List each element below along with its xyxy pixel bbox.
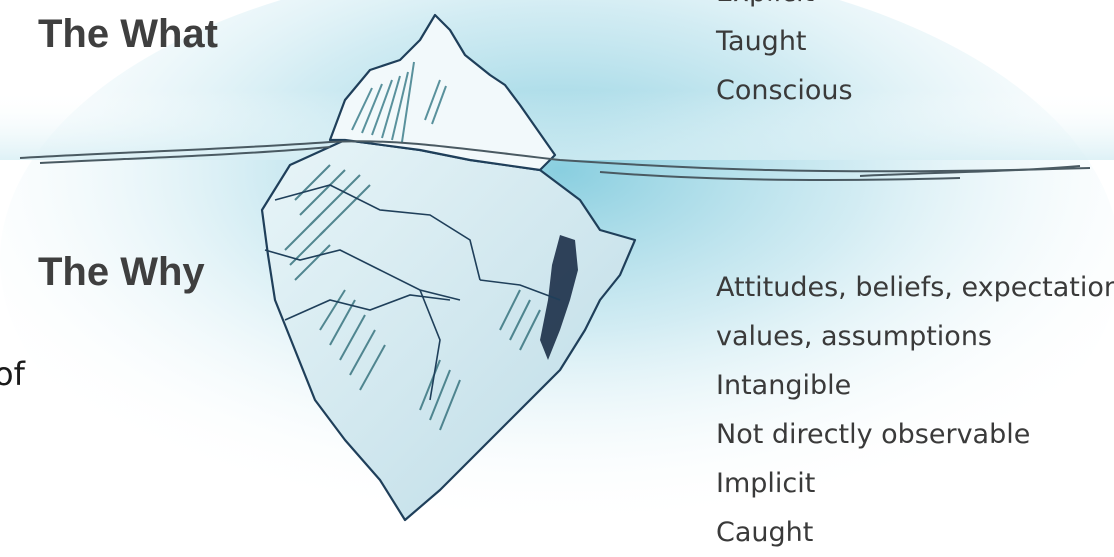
heading-below-water: The Why	[38, 250, 205, 295]
trait-item: Caught	[716, 508, 1114, 557]
trait-item: Conscious	[716, 66, 853, 115]
visible-traits-list: Explicit Taught Conscious	[716, 0, 853, 115]
hidden-traits-list: Attitudes, beliefs, expectations, values…	[716, 263, 1114, 557]
trait-item: Not directly observable	[716, 410, 1114, 459]
trait-item: Attitudes, beliefs, expectations,	[716, 263, 1114, 312]
trait-item: Explicit	[716, 0, 853, 17]
trait-item: Implicit	[716, 459, 1114, 508]
iceberg-diagram: The What The Why of Explicit Taught Cons…	[0, 0, 1114, 530]
heading-above-water: The What	[38, 12, 218, 57]
trait-item: values, assumptions	[716, 312, 1114, 361]
trait-item: Intangible	[716, 361, 1114, 410]
trait-item: Taught	[716, 17, 853, 66]
sky-haze	[0, 90, 1114, 160]
cropped-left-text: of	[0, 355, 25, 393]
